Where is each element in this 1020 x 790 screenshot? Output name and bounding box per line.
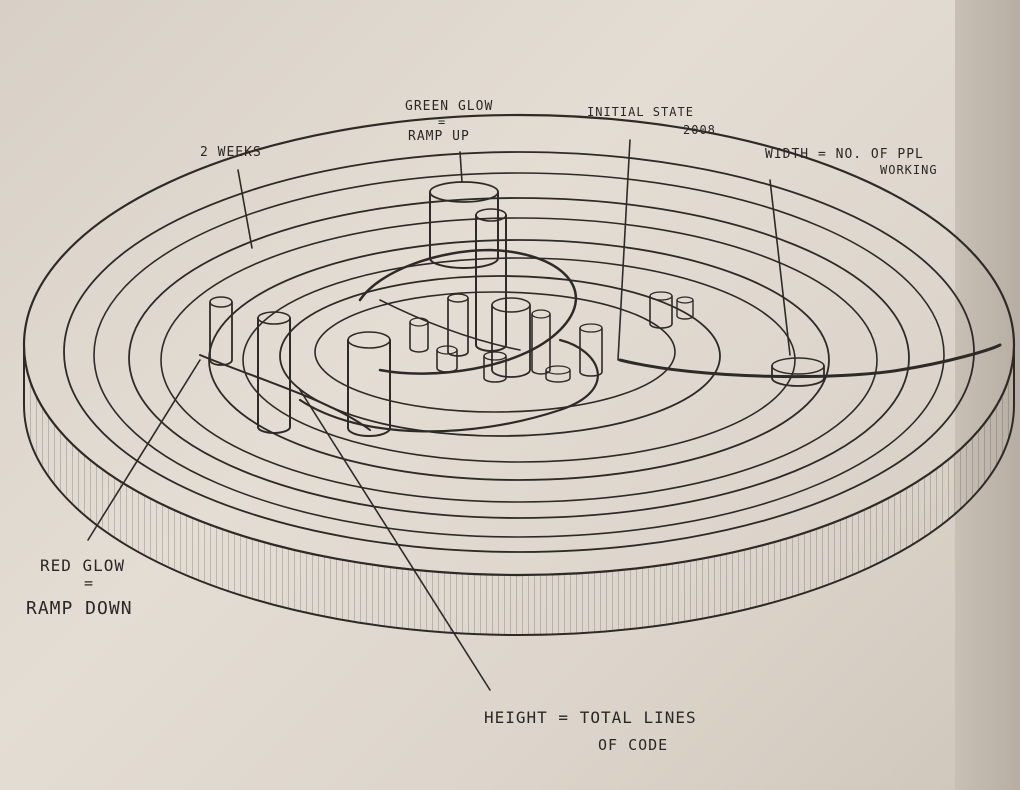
ring-gap-2 [161, 218, 877, 502]
label-ramp-down: RAMP DOWN [26, 600, 133, 618]
cylinder-tall-center [476, 209, 506, 351]
label-year: 2008 [683, 124, 716, 136]
disc-top-outer [24, 115, 1014, 575]
cylinder-left-small [210, 297, 232, 365]
cylinder-wide-flat [772, 358, 824, 386]
cylinder-center-big [492, 298, 530, 377]
label-green-eq: = [438, 116, 446, 128]
spiral-trails [200, 250, 1000, 431]
ring-band-1 [64, 152, 974, 552]
cylinder-center-small-2 [437, 346, 457, 372]
label-red-glow: RED GLOW [40, 558, 125, 574]
label-height-line1: HEIGHT = TOTAL LINES [484, 710, 697, 726]
label-red-eq: = [84, 576, 94, 591]
label-initial-state: INITIAL STATE [587, 106, 694, 118]
label-height-line2: OF CODE [598, 738, 668, 753]
label-green-glow: GREEN GLOW [405, 100, 493, 113]
disc-side-wall [24, 345, 1014, 635]
label-two-weeks: 2 WEEKS [200, 146, 262, 159]
label-width-line1: WIDTH = NO. OF PPL [765, 148, 924, 161]
timeline-rings [64, 152, 974, 552]
label-ramp-up: RAMP UP [408, 130, 470, 143]
file-cylinders [210, 182, 824, 436]
label-width-line2: WORKING [880, 164, 938, 176]
cylinder-center-small-1 [410, 318, 428, 352]
